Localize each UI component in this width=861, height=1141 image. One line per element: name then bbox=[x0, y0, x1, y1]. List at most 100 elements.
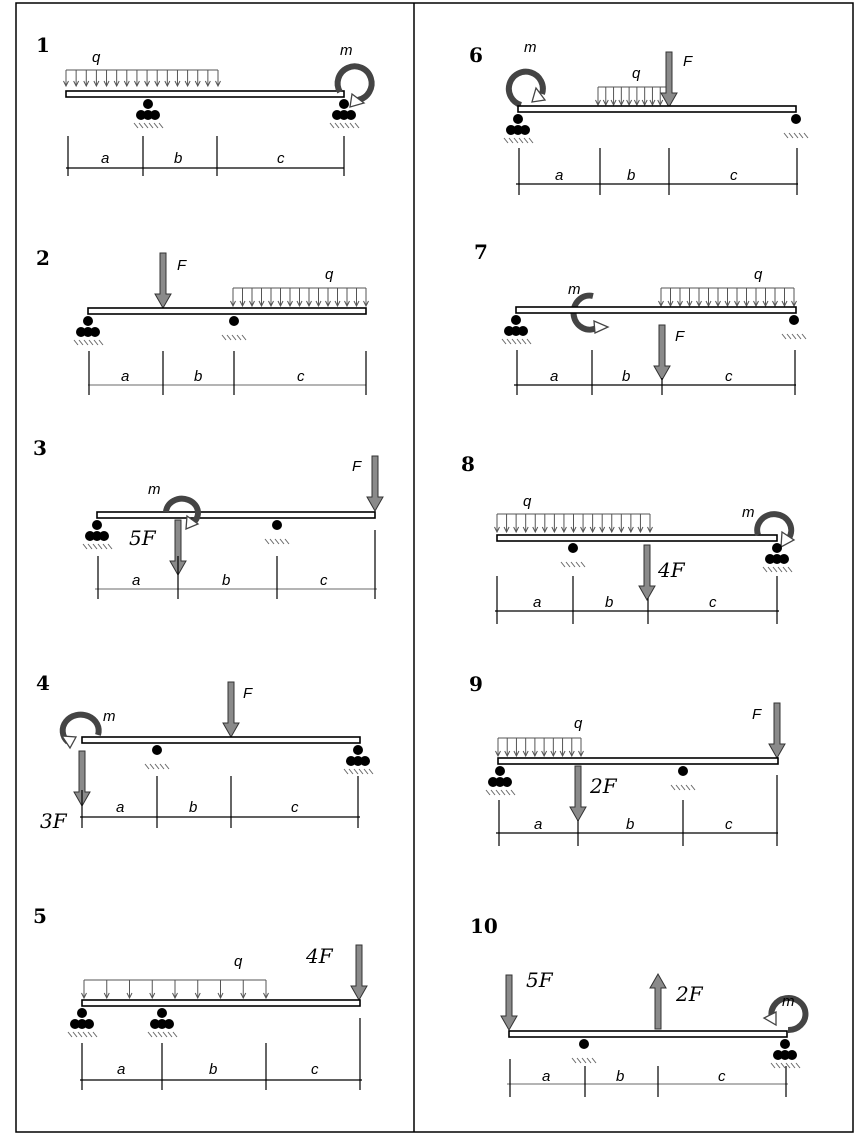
beam bbox=[96, 511, 376, 519]
load-tick-head bbox=[504, 750, 511, 758]
moment-m bbox=[762, 995, 809, 1034]
load-tick-head bbox=[522, 750, 529, 758]
load-tick-head bbox=[762, 300, 769, 308]
load-tick-head bbox=[647, 526, 653, 534]
label-m: m bbox=[148, 481, 161, 498]
dimension-line bbox=[95, 530, 377, 599]
load-tick-head bbox=[240, 992, 247, 1000]
load-tick-head bbox=[184, 80, 191, 88]
label-F: F bbox=[352, 458, 362, 475]
pin-support bbox=[343, 745, 374, 775]
distributed-load-q bbox=[495, 737, 584, 758]
load-tick-head bbox=[81, 992, 87, 1000]
load-tick-head bbox=[217, 992, 224, 1000]
label-q: q bbox=[325, 266, 334, 283]
load-tick-head bbox=[268, 300, 274, 308]
load-tick-head bbox=[667, 300, 674, 308]
load-tick-head bbox=[550, 750, 557, 758]
label-a: a bbox=[117, 1061, 125, 1078]
load-tick-head bbox=[249, 300, 255, 308]
label-3F: 3F bbox=[40, 809, 68, 833]
pin-support bbox=[501, 315, 532, 345]
load-tick-head bbox=[715, 300, 721, 308]
load-tick-head bbox=[287, 300, 293, 308]
beam bbox=[496, 534, 778, 542]
force-2F bbox=[569, 765, 587, 822]
load-tick-head bbox=[239, 300, 246, 308]
load-tick-head bbox=[513, 750, 520, 758]
force-4F bbox=[350, 944, 368, 1001]
load-tick-head bbox=[637, 526, 644, 534]
load-tick-head bbox=[296, 300, 303, 308]
roller-support bbox=[571, 1039, 597, 1064]
panel-9: 9 q F 2F a b c bbox=[469, 672, 786, 846]
load-tick-head bbox=[772, 300, 778, 308]
load-tick-head bbox=[103, 992, 110, 1000]
dimension-line bbox=[507, 1059, 788, 1097]
load-tick-head bbox=[743, 300, 750, 308]
load-tick-head bbox=[230, 300, 236, 308]
panel-8: 8 q m 4F a b c bbox=[461, 452, 796, 624]
distributed-load-q bbox=[230, 287, 369, 308]
label-2F: 2F bbox=[675, 982, 704, 1006]
load-tick-head bbox=[363, 300, 369, 308]
load-tick-head bbox=[599, 526, 606, 534]
load-tick-head bbox=[531, 750, 538, 758]
load-tick-head bbox=[154, 80, 161, 88]
load-tick-head bbox=[503, 526, 510, 534]
load-tick-head bbox=[204, 80, 211, 88]
label-c: c bbox=[725, 816, 733, 833]
panel-1: 1 q m a b c bbox=[36, 33, 375, 176]
load-tick-head bbox=[734, 300, 740, 308]
dimension-line bbox=[80, 776, 360, 828]
label-b: b bbox=[605, 594, 613, 611]
label-4F: 4F bbox=[657, 558, 686, 582]
load-tick-head bbox=[677, 300, 683, 308]
load-tick-head bbox=[306, 300, 312, 308]
load-tick-head bbox=[724, 300, 731, 308]
label-a: a bbox=[550, 368, 558, 385]
load-tick-head bbox=[595, 99, 601, 107]
label-b: b bbox=[626, 816, 634, 833]
label-c: c bbox=[718, 1068, 726, 1085]
label-m: m bbox=[103, 708, 116, 725]
label-a: a bbox=[555, 167, 563, 184]
panel-number: 1 bbox=[36, 33, 50, 57]
load-tick-head bbox=[123, 80, 130, 88]
label-c: c bbox=[709, 594, 717, 611]
roller-support bbox=[264, 520, 290, 545]
load-tick-head bbox=[277, 300, 284, 308]
dimension-line bbox=[80, 1018, 362, 1090]
label-a: a bbox=[121, 368, 129, 385]
label-a: a bbox=[132, 572, 140, 589]
load-tick-head bbox=[325, 300, 331, 308]
label-c: c bbox=[291, 799, 299, 816]
load-tick-head bbox=[589, 526, 596, 534]
roller-support bbox=[560, 543, 586, 568]
load-tick-head bbox=[541, 750, 548, 758]
panel-number: 2 bbox=[36, 246, 50, 270]
force-F bbox=[366, 455, 384, 512]
label-q: q bbox=[234, 953, 243, 970]
force-5F bbox=[500, 974, 518, 1031]
label-a: a bbox=[534, 816, 542, 833]
load-tick-head bbox=[551, 526, 558, 534]
roller-support bbox=[781, 315, 807, 340]
load-tick-head bbox=[568, 750, 575, 758]
beam bbox=[517, 105, 797, 113]
load-tick-head bbox=[133, 80, 140, 88]
load-tick-head bbox=[522, 526, 529, 534]
load-tick-head bbox=[263, 992, 269, 1000]
label-b: b bbox=[627, 167, 635, 184]
force-F bbox=[154, 252, 172, 309]
dimension-line bbox=[495, 576, 779, 624]
panel-number: 4 bbox=[36, 671, 50, 695]
load-tick-head bbox=[580, 526, 587, 534]
roller-support bbox=[221, 316, 247, 341]
panel-2: 2 F q a b c bbox=[36, 246, 369, 395]
distributed-load-q bbox=[658, 287, 797, 308]
label-q: q bbox=[574, 715, 583, 732]
pin-support bbox=[503, 114, 534, 144]
beam bbox=[515, 306, 797, 314]
